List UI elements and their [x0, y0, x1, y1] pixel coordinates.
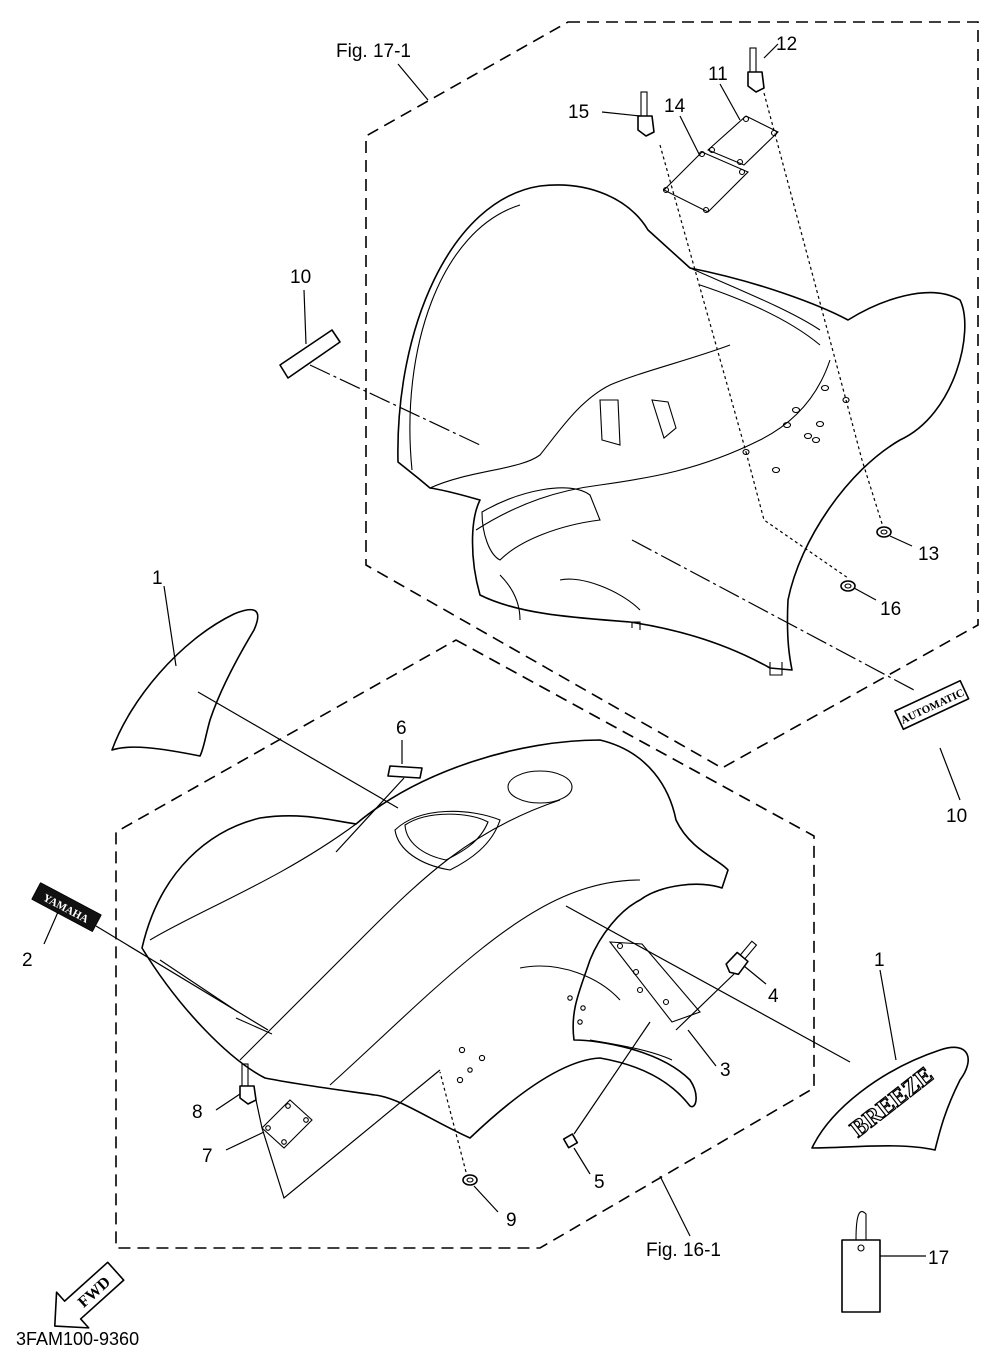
tag-17: [841, 1211, 881, 1313]
front-fender: [141, 739, 729, 1139]
fig-ref-upper: Fig. 17-1: [336, 41, 411, 62]
breeze-decal: BREEZE: [811, 1046, 969, 1151]
rear-fender: [397, 184, 966, 676]
decal-6: [387, 765, 423, 779]
screw-15-path: [659, 144, 747, 453]
screw-4: [725, 940, 758, 976]
plate-11: [706, 115, 779, 166]
plate-14: [663, 151, 749, 213]
part-label-6: 6: [396, 718, 407, 739]
screw-12: [747, 47, 765, 93]
automatic-decal-path: [631, 539, 915, 691]
nut-5: [562, 1133, 579, 1149]
automatic-decal: AUTOMATIC: [894, 679, 970, 731]
decal-6-path: [335, 777, 405, 853]
side-cover-1-left-path: [197, 691, 399, 809]
part-label-1-right: 1: [874, 950, 885, 971]
part-label-17: 17: [928, 1248, 949, 1269]
lower-group-boundary: [115, 639, 815, 1249]
upper-group-boundary: [365, 21, 979, 769]
fig-ref-lower: Fig. 16-1: [646, 1240, 721, 1261]
fig-ref-lower-leader: [659, 1175, 691, 1237]
screw-4-path: [675, 973, 735, 1031]
screw-8: [239, 1063, 257, 1105]
part-label-15: 15: [568, 102, 589, 123]
part-label-1-left: 1: [152, 568, 163, 589]
screw-12-path: [763, 92, 847, 401]
diagram-code: 3FAM100-9360: [16, 1329, 139, 1349]
part-label-2: 2: [22, 950, 33, 971]
part-label-16: 16: [880, 599, 901, 620]
fig-ref-upper-leader: [397, 63, 429, 101]
nut-16: [840, 580, 856, 592]
side-cover-1-left: [111, 608, 259, 757]
washer-9: [462, 1174, 478, 1186]
nut-16-path: [745, 451, 849, 579]
yamaha-decal-path: [95, 925, 269, 1031]
screw-8-path: [255, 1069, 441, 1200]
part-label-3: 3: [720, 1060, 731, 1081]
part-label-11: 11: [708, 64, 728, 85]
part-label-8: 8: [192, 1102, 203, 1123]
plate-3: [608, 941, 701, 1023]
part-label-12: 12: [776, 34, 797, 55]
part-label-4: 4: [768, 986, 779, 1007]
part-label-10-upper: 10: [290, 267, 311, 288]
nut-13: [876, 526, 892, 538]
part-label-13: 13: [918, 544, 939, 565]
part-label-5: 5: [594, 1172, 605, 1193]
plate-7: [261, 1099, 313, 1149]
breeze-decal-path: [565, 905, 851, 1063]
nut-13-path: [845, 399, 885, 531]
yamaha-decal: YAMAHA: [31, 882, 102, 932]
part-label-9: 9: [506, 1210, 517, 1231]
label-10-upper: [279, 329, 341, 379]
nut-5-path: [573, 1021, 651, 1135]
part-label-14: 14: [664, 96, 686, 117]
screw-15: [637, 91, 655, 137]
washer-9-path: [439, 1071, 467, 1173]
part-label-7: 7: [202, 1146, 213, 1167]
label-10-upper-path: [309, 364, 481, 446]
part-label-10-lower: 10: [946, 806, 967, 827]
